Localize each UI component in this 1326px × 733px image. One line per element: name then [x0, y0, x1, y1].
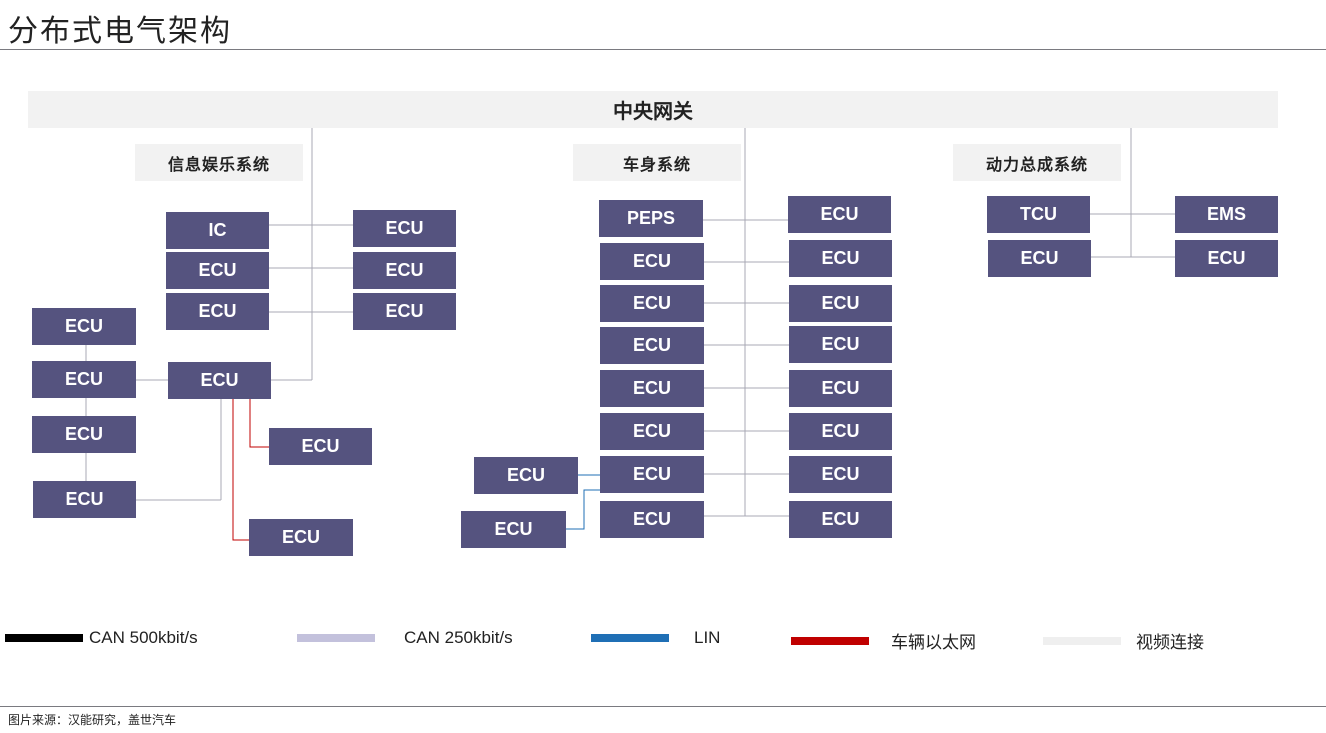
legend-video: 视频连接: [1043, 628, 1204, 653]
node-ecu: ECU: [166, 293, 269, 330]
node-ecu: ECU: [789, 370, 892, 407]
node-ecu: ECU: [600, 370, 704, 407]
legend-label: CAN 500kbit/s: [89, 628, 198, 647]
legend-lin: LIN: [591, 628, 720, 648]
node-ecu: ECU: [32, 416, 136, 453]
page-title: 分布式电气架构: [8, 14, 232, 49]
legend-swatch: [591, 634, 669, 642]
node-ecu: ECU: [353, 293, 456, 330]
node-ecu: ECU: [1175, 240, 1278, 277]
node-ecu: ECU: [353, 210, 456, 247]
node-ecu: ECU: [168, 362, 271, 399]
node-ecu: ECU: [249, 519, 353, 556]
node-ems: EMS: [1175, 196, 1278, 233]
legend-label: 车辆以太网: [891, 633, 976, 652]
footer-divider: [0, 706, 1326, 707]
node-ecu: ECU: [32, 361, 136, 398]
central-gateway: 中央网关: [28, 91, 1278, 128]
node-ecu: ECU: [600, 243, 704, 280]
node-ecu: ECU: [461, 511, 566, 548]
node-ecu: ECU: [600, 285, 704, 322]
legend-label: CAN 250kbit/s: [404, 628, 513, 647]
legend-swatch: [1043, 636, 1121, 645]
legend-can250: CAN 250kbit/s: [297, 628, 513, 648]
node-ecu: ECU: [474, 457, 578, 494]
legend-swatch: [297, 634, 375, 642]
node-ecu: ECU: [269, 428, 372, 465]
node-ecu: ECU: [988, 240, 1091, 277]
legend-ethernet: 车辆以太网: [791, 628, 976, 653]
node-ecu: ECU: [789, 413, 892, 450]
legend-swatch: [791, 636, 869, 645]
node-ecu: ECU: [600, 327, 704, 364]
node-ecu: ECU: [166, 252, 269, 289]
node-ecu: ECU: [600, 456, 704, 493]
node-ecu: ECU: [789, 285, 892, 322]
legend-label: 视频连接: [1136, 633, 1204, 652]
node-ecu: ECU: [788, 196, 891, 233]
legend-swatch: [5, 634, 83, 642]
node-ecu: ECU: [600, 413, 704, 450]
node-tcu: TCU: [987, 196, 1090, 233]
node-ecu: ECU: [33, 481, 136, 518]
legend-can500: CAN 500kbit/s: [5, 628, 198, 648]
node-ecu: ECU: [789, 456, 892, 493]
node-ecu: ECU: [789, 501, 892, 538]
node-ic: IC: [166, 212, 269, 249]
group-body: 车身系统: [573, 144, 741, 181]
title-divider: [0, 49, 1326, 50]
node-ecu: ECU: [600, 501, 704, 538]
group-powertrain: 动力总成系统: [953, 144, 1121, 181]
source-note: 图片来源：汉能研究，盖世汽车: [8, 713, 177, 727]
node-ecu: ECU: [789, 326, 892, 363]
node-peps: PEPS: [599, 200, 703, 237]
node-ecu: ECU: [353, 252, 456, 289]
node-ecu: ECU: [789, 240, 892, 277]
legend-label: LIN: [694, 628, 721, 647]
group-infotainment: 信息娱乐系统: [135, 144, 303, 181]
node-ecu: ECU: [32, 308, 136, 345]
